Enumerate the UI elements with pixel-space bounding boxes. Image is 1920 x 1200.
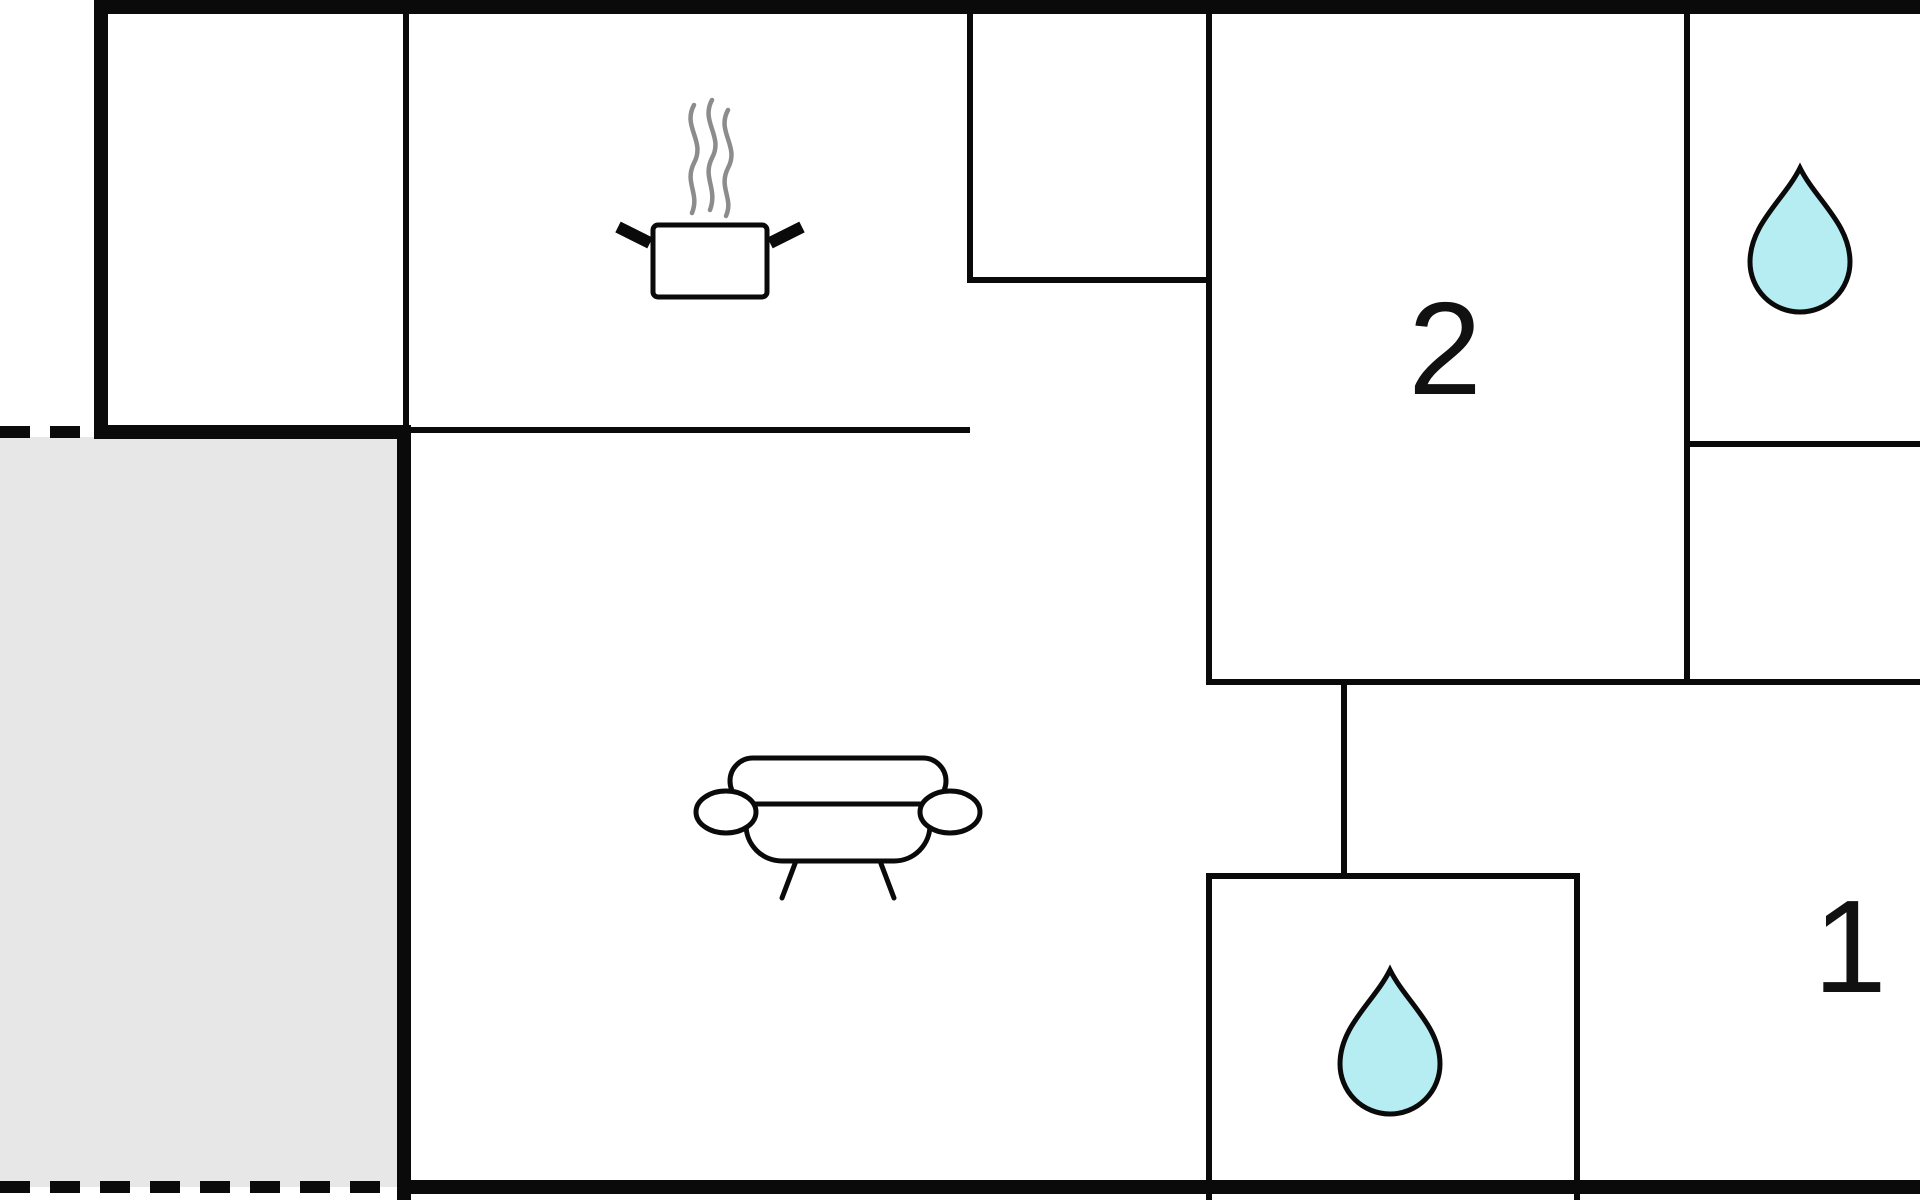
pot-handle-left bbox=[615, 221, 653, 249]
wall-mid-horizontal bbox=[1206, 679, 1920, 685]
wall-bedroom2-left bbox=[1206, 14, 1212, 684]
steam-line-icon bbox=[688, 102, 700, 216]
water-drop-icon bbox=[1337, 964, 1443, 1117]
wall-bedroom2-right bbox=[1684, 14, 1690, 684]
room-2-label: 2 bbox=[1408, 275, 1481, 422]
sofa-leg-left bbox=[779, 858, 799, 901]
wall-hall-connector bbox=[1341, 679, 1347, 879]
steam-line-icon bbox=[722, 107, 734, 219]
terrace-area bbox=[0, 437, 397, 1187]
water-drop-icon bbox=[1747, 162, 1853, 315]
wall-bottom-exterior bbox=[397, 1180, 1920, 1194]
wall-kitchen-right bbox=[967, 14, 973, 282]
sofa-back bbox=[727, 755, 949, 807]
room-1-label: 1 bbox=[1813, 873, 1886, 1020]
wall-bathroom-right bbox=[1574, 873, 1580, 1200]
sofa-armrest-left bbox=[693, 788, 759, 836]
sofa-icon bbox=[693, 755, 983, 901]
wall-left-upper-exterior bbox=[94, 0, 108, 439]
pot-body bbox=[650, 222, 770, 300]
wall-bathroom-top bbox=[1206, 873, 1580, 879]
wall-kitchen-bottom bbox=[405, 427, 970, 433]
wall-topright-divider bbox=[1684, 441, 1920, 447]
wall-hall-bottom bbox=[967, 277, 1212, 283]
pot-handle-right bbox=[767, 221, 805, 249]
wall-living-left-exterior bbox=[397, 425, 411, 1200]
walls bbox=[94, 0, 1920, 1200]
wall-bathroom-left bbox=[1206, 873, 1212, 1200]
wall-topleft-room-bottom bbox=[94, 425, 411, 439]
wall-top-exterior bbox=[94, 0, 1920, 14]
wall-kitchen-left bbox=[403, 14, 409, 425]
steam-line-icon bbox=[706, 97, 718, 213]
cooking-pot-icon bbox=[615, 97, 805, 300]
sofa-leg-right bbox=[877, 858, 897, 901]
sofa-armrest-right bbox=[917, 788, 983, 836]
